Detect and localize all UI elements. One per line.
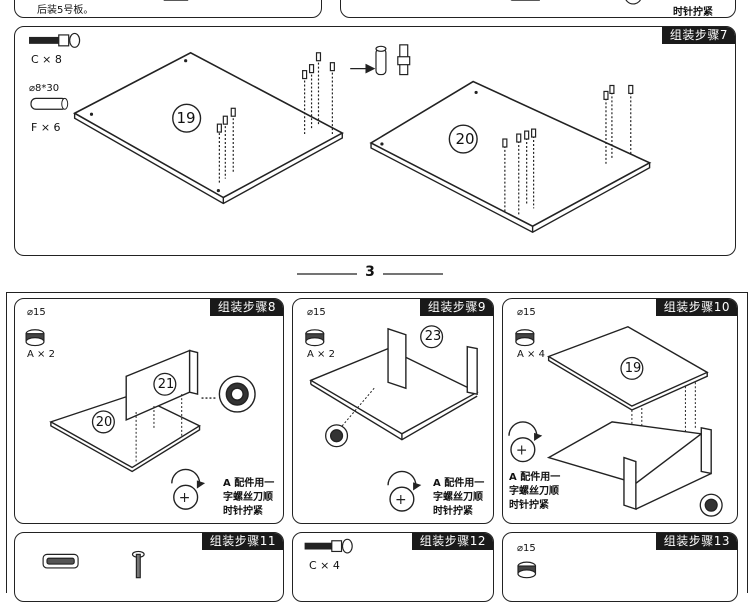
rotate-screwdriver-icon: + xyxy=(387,470,422,512)
cam-bolt-icon xyxy=(29,32,81,48)
svg-text:+: + xyxy=(395,492,407,508)
board-20-base xyxy=(49,393,201,473)
rotate-screwdriver-icon: + xyxy=(171,468,206,510)
svg-text:+: + xyxy=(629,0,638,3)
step8-panel: 组装步骤8 + xyxy=(14,298,284,524)
dowel-icon xyxy=(30,97,69,110)
step12-illustration xyxy=(304,538,353,554)
step10-illustration: + xyxy=(508,325,723,517)
step12-label: 组装步骤12 xyxy=(411,533,493,550)
cam-bolt-icon xyxy=(304,538,353,554)
step10-note-line1: A 配件用一 xyxy=(509,472,561,483)
board-19-drawing xyxy=(72,51,344,205)
step10-dim: ⌀15 xyxy=(517,307,536,318)
step7-illustration xyxy=(29,32,652,233)
page-number: 3 xyxy=(365,264,375,280)
cam-lock-detail-icon xyxy=(325,424,349,448)
step11-panel: 组装步骤11 xyxy=(14,532,284,602)
step8-note-line3: 时针拧紧 xyxy=(223,506,263,517)
cam-lock-detail-icon xyxy=(699,493,723,517)
step9-board-23-number: 23 xyxy=(424,329,442,344)
step9-panel: 组装步骤9 + ⌀15 A × 2 23 xyxy=(292,298,494,524)
step8-note: A 配件用一 字螺丝刀顺 时针拧紧 xyxy=(223,477,274,519)
step7-part-c-qty: C × 8 xyxy=(31,53,62,66)
step9-qty: A × 2 xyxy=(307,349,335,360)
bumper-pad-icon xyxy=(42,553,79,569)
step9-note-line2: 字螺丝刀顺 xyxy=(433,492,483,503)
step12-panel: 组装步骤12 C × 4 xyxy=(292,532,494,602)
step13-dim: ⌀15 xyxy=(517,543,536,554)
prev-board-fragment xyxy=(163,0,189,1)
step7-label: 组装步骤7 xyxy=(661,27,735,44)
cam-lock-icon xyxy=(517,561,537,579)
lower-section-frame xyxy=(6,292,748,593)
page-number-rules xyxy=(297,273,443,275)
screw-icon xyxy=(131,550,145,579)
cam-lock-icon xyxy=(25,329,45,347)
step9-label: 组装步骤9 xyxy=(419,299,493,316)
step8-dim: ⌀15 xyxy=(27,307,46,318)
prev-board-fragment-2: + xyxy=(510,0,641,5)
step11-label: 组装步骤11 xyxy=(201,533,283,550)
step10-note-line2: 字螺丝刀顺 xyxy=(509,486,559,497)
cam-lock-icon xyxy=(305,329,325,347)
board-20-drawing xyxy=(369,80,652,233)
step13-panel: 组装步骤13 ⌀15 xyxy=(502,532,738,602)
cabinet-frame-drawing xyxy=(309,327,479,441)
step10-panel: 组装步骤10 + xyxy=(502,298,738,524)
prev-step-right-text: 时针拧紧 xyxy=(673,7,713,18)
step10-qty: A × 4 xyxy=(517,349,545,360)
cam-lock-detail-icon xyxy=(201,375,256,413)
prev-step-left-panel: 后装5号板。 xyxy=(14,0,322,18)
step7-board-19-number: 19 xyxy=(176,109,196,127)
svg-text:+: + xyxy=(179,490,191,506)
step9-note: A 配件用一 字螺丝刀顺 时针拧紧 xyxy=(433,477,484,519)
step10-label: 组装步骤10 xyxy=(655,299,737,316)
step8-board-20-number: 20 xyxy=(95,415,113,430)
step12-qty: C × 4 xyxy=(309,559,340,572)
step8-illustration: + xyxy=(25,329,256,510)
insert-detail-icon xyxy=(350,44,411,76)
prev-step-left-text: 后装5号板。 xyxy=(37,5,94,16)
step9-note-line1: A 配件用一 xyxy=(433,478,485,489)
step8-board-21-number: 21 xyxy=(157,377,175,392)
step13-illustration xyxy=(517,561,537,579)
page-number-row: 3 xyxy=(0,264,750,284)
rotate-screwdriver-icon: + xyxy=(508,421,543,463)
step8-note-line2: 字螺丝刀顺 xyxy=(223,492,273,503)
cam-lock-icon xyxy=(515,329,535,347)
step7-part-f-qty: F × 6 xyxy=(31,121,61,134)
step7-board-20-number: 20 xyxy=(455,130,475,148)
step8-note-line1: A 配件用一 xyxy=(223,478,275,489)
step13-label: 组装步骤13 xyxy=(655,533,737,550)
step11-illustration xyxy=(42,550,145,579)
svg-text:+: + xyxy=(516,443,528,459)
step9-illustration: + xyxy=(305,325,479,512)
prev-step-right-panel: + 时针拧紧 xyxy=(340,0,736,18)
step10-note-line3: 时针拧紧 xyxy=(509,500,549,511)
step8-qty: A × 2 xyxy=(27,349,55,360)
step9-dim: ⌀15 xyxy=(307,307,326,318)
step10-board-19-number: 19 xyxy=(624,361,642,376)
step8-label: 组装步骤8 xyxy=(209,299,283,316)
step7-part-f-dim: ⌀8*30 xyxy=(29,83,60,94)
step10-note: A 配件用一 字螺丝刀顺 时针拧紧 xyxy=(509,471,560,513)
step9-note-line3: 时针拧紧 xyxy=(433,506,473,517)
cabinet-frame-drawing xyxy=(546,421,712,511)
step7-panel: 组装步骤7 xyxy=(14,26,736,256)
